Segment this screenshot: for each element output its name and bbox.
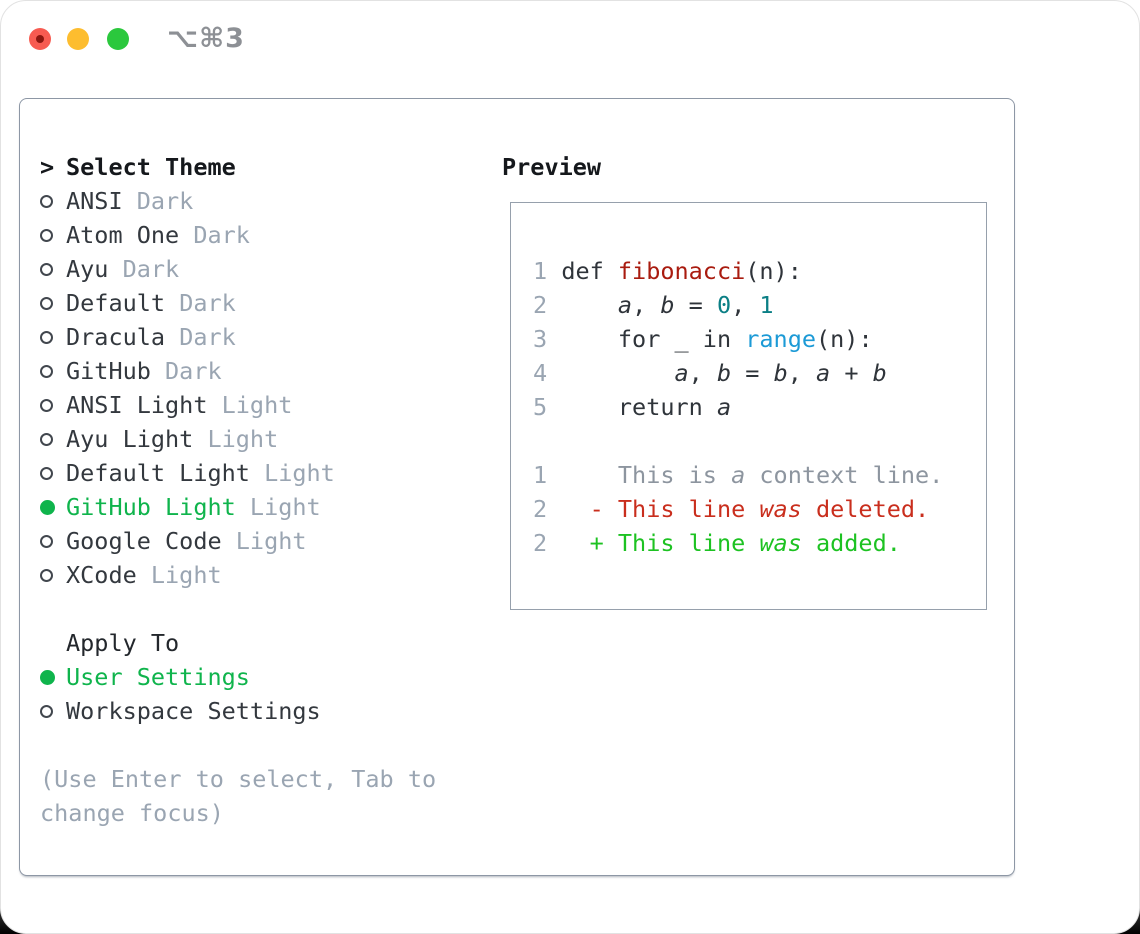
variant-tag: Dark [122, 255, 180, 283]
variant-tag: Light [221, 391, 293, 419]
line-number: 4 [533, 359, 548, 387]
number-literal: 1 [759, 291, 774, 319]
zoom-button[interactable] [107, 28, 129, 50]
variant-tag: Dark [179, 289, 236, 317]
keyboard-hint-line-2: change focus) [40, 799, 224, 827]
line-number: 5 [533, 393, 548, 421]
code-line: 4 a, b = b, a + b [533, 359, 887, 387]
builtin-call: range [745, 325, 816, 353]
variant-tag: Light [249, 493, 321, 521]
radio-selected-icon [40, 660, 66, 694]
spacer [40, 592, 490, 626]
radio-icon [40, 354, 66, 388]
radio-selected-icon [40, 490, 66, 524]
number-literal: 0 [716, 291, 732, 319]
variant-tag: Light [235, 527, 307, 555]
spacer [40, 728, 490, 762]
diff-deleted-line: 2 - This line was deleted. [533, 495, 930, 523]
radio-icon [40, 694, 66, 728]
code-line: 3 for _ in range(n): [533, 325, 873, 353]
code-line: 2 a, b = 0, 1 [533, 291, 774, 319]
variant-tag: Light [207, 425, 279, 453]
line-number: 2 [533, 291, 548, 319]
variant-tag: Light [264, 459, 335, 487]
apply-option-workspace-settings[interactable]: Workspace Settings [40, 694, 490, 728]
radio-icon [40, 252, 66, 286]
radio-icon [40, 218, 66, 252]
radio-icon [40, 184, 66, 218]
radio-icon [40, 422, 66, 456]
code-line: 5 return a [533, 393, 732, 421]
function-name: fibonacci [617, 257, 746, 285]
diff-added-line: 2 + This line was added. [533, 529, 901, 557]
apply-option-user-settings[interactable]: User Settings [40, 660, 490, 694]
radio-icon [40, 558, 66, 592]
minimize-button[interactable] [67, 28, 89, 50]
variant-tag: Dark [165, 357, 222, 385]
line-number: 1 [533, 257, 548, 285]
prompt-icon: > [40, 153, 55, 181]
line-number: 2 [533, 495, 548, 523]
preview-box: 1 def fibonacci(n): 2 a, b = 0, 1 3 for … [510, 202, 987, 610]
preview-title: Preview [502, 153, 602, 181]
variant-tag: Light [150, 561, 222, 589]
theme-list-title: Select Theme [66, 153, 236, 181]
window-title: ⌥⌘3 [167, 23, 245, 54]
radio-icon [40, 286, 66, 320]
variant-tag: Dark [136, 187, 194, 215]
keyboard-hint-line-1: (Use Enter to select, Tab to [40, 765, 437, 793]
variant-tag: Dark [179, 323, 236, 351]
code-line: 1 def fibonacci(n): [533, 257, 802, 285]
line-number: 3 [533, 325, 548, 353]
apply-to-header: Apply To [40, 626, 490, 660]
variant-tag: Dark [193, 221, 250, 249]
line-number: 1 [533, 461, 548, 489]
radio-icon [40, 388, 66, 422]
radio-icon [40, 456, 66, 490]
radio-icon [40, 524, 66, 558]
line-number: 2 [533, 529, 548, 557]
diff-context-line: 1 This is a context line. [533, 461, 944, 489]
close-button[interactable] [29, 28, 51, 50]
theme-list-header: > Select Theme [40, 150, 490, 184]
apply-to-title: Apply To [66, 629, 180, 657]
radio-icon [40, 320, 66, 354]
blank-line [533, 424, 986, 458]
